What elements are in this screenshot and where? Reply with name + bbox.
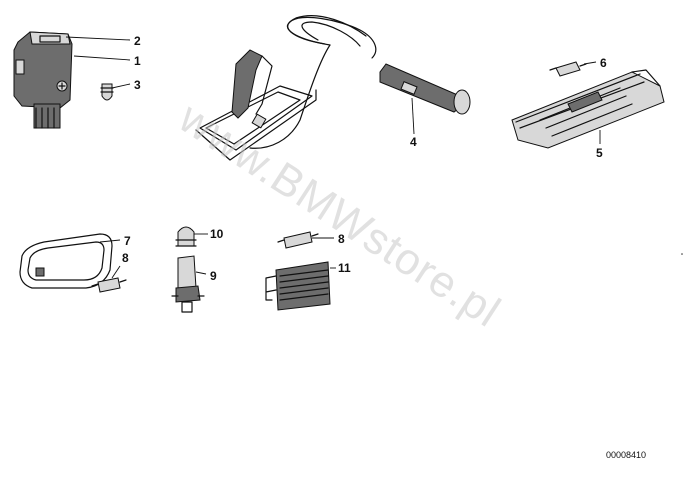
lighter-part <box>249 15 471 149</box>
callout-3: 3 <box>134 78 141 92</box>
small-bulb-part-3 <box>100 83 114 101</box>
leader-lines <box>65 36 601 279</box>
stray-mark <box>681 253 683 255</box>
callout-5: 5 <box>596 146 603 160</box>
festoon-bulb-part-6 <box>549 61 587 77</box>
watermark-text: www.BMWstore.pl <box>170 93 509 337</box>
callout-10: 10 <box>210 227 224 241</box>
plate-lamp-housing-part <box>511 69 665 149</box>
callout-2: 2 <box>134 34 141 48</box>
callout-6: 6 <box>600 56 607 70</box>
oval-lamp-frame-part <box>19 233 113 289</box>
small-bulb-part-10 <box>175 226 197 247</box>
resistor-block-part-11 <box>265 261 331 311</box>
callout-9: 9 <box>210 269 217 283</box>
callout-8-left: 8 <box>122 251 129 265</box>
callout-11: 11 <box>338 261 351 275</box>
callout-7: 7 <box>124 234 131 248</box>
relay-unit-part <box>13 31 73 129</box>
bulb-socket-part-9 <box>171 255 205 313</box>
callout-8-middle: 8 <box>338 232 345 246</box>
callout-4: 4 <box>410 135 417 149</box>
ashtray-housing-part <box>195 49 317 161</box>
festoon-bulb-part-8-left <box>91 277 127 293</box>
callout-1: 1 <box>134 54 141 68</box>
diagram-code: 00008410 <box>606 450 646 460</box>
festoon-bulb-part-8-middle <box>277 231 319 249</box>
